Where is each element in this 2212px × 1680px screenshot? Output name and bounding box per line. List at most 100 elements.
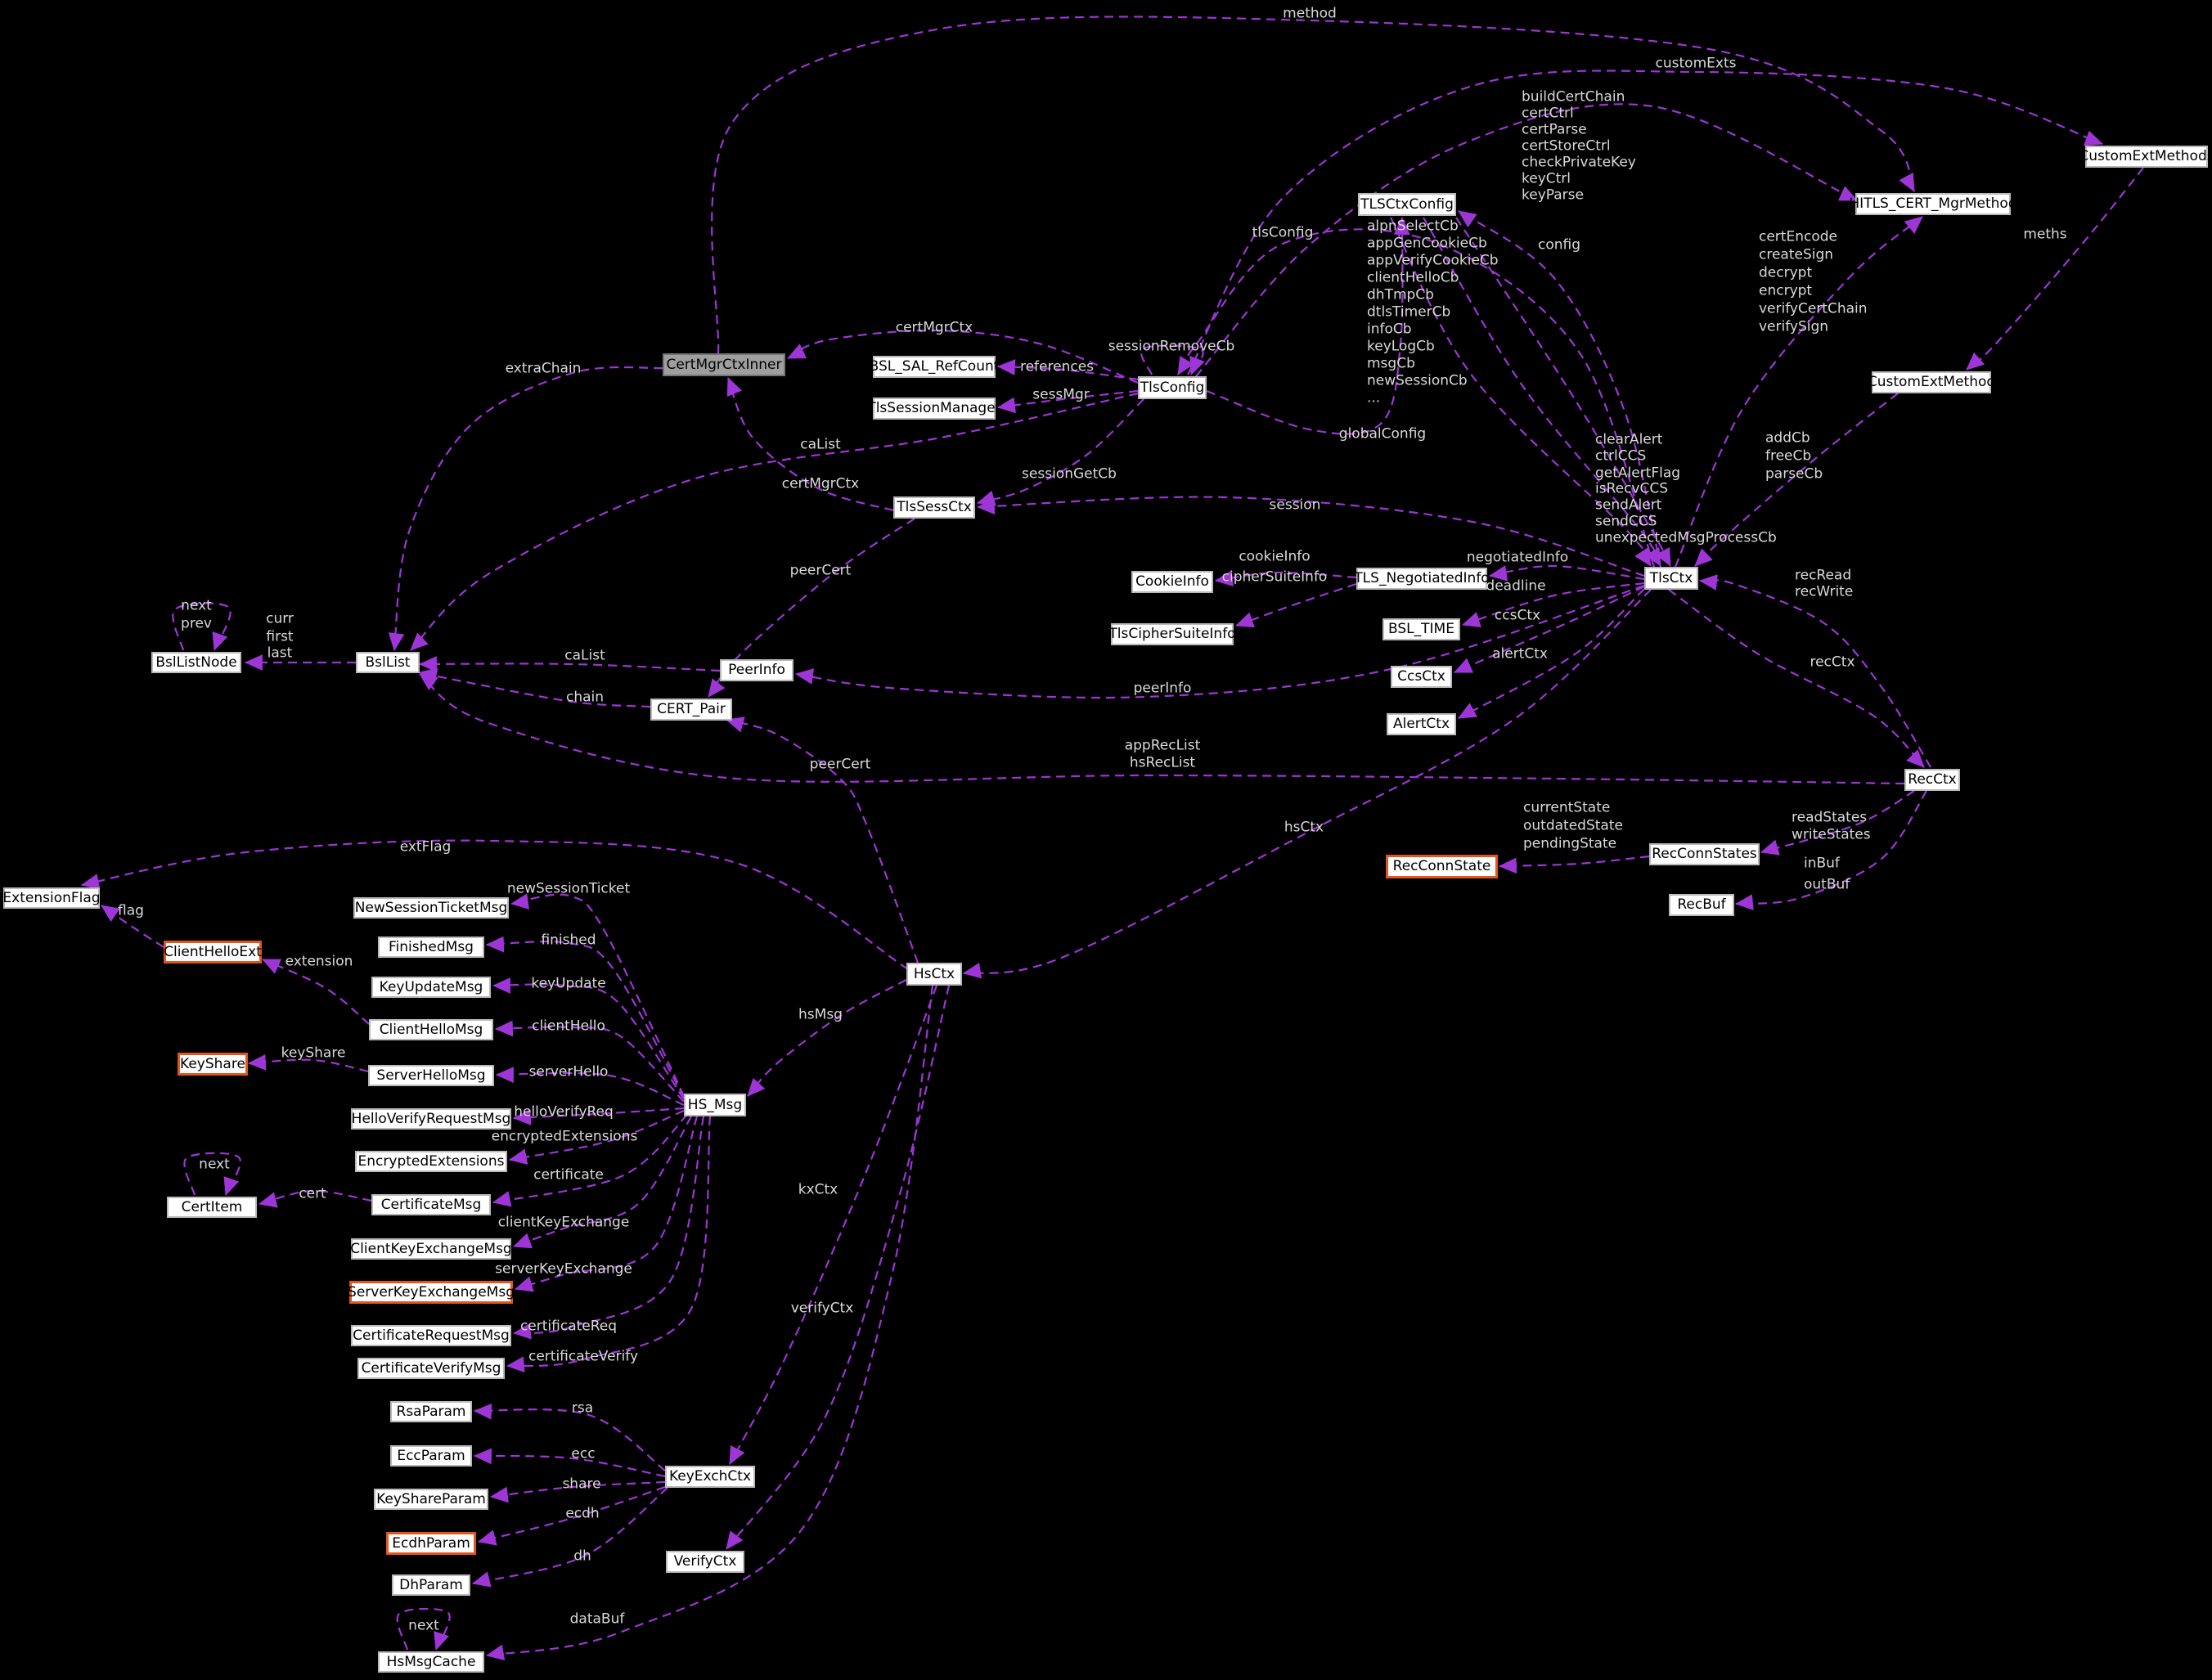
- edge-label-outbuf: outBuf: [1804, 876, 1850, 893]
- node-HsMsgCache[interactable]: HsMsgCache: [378, 1651, 484, 1673]
- edge-label-clearalert: clearAlert: [1595, 431, 1663, 448]
- edge-label-extension: extension: [285, 953, 353, 970]
- node-RecCtx[interactable]: RecCtx: [1904, 769, 1960, 791]
- node-EcdhParam[interactable]: EcdhParam: [386, 1532, 476, 1555]
- edge-verifyCtx: [726, 985, 951, 1550]
- edge-label-rsa: rsa: [571, 1399, 594, 1417]
- node-HelloVerifyRequestMsg[interactable]: HelloVerifyRequestMsg: [351, 1108, 511, 1130]
- edge-share: [489, 1480, 666, 1503]
- node-ExtensionFlag[interactable]: ExtensionFlag: [2, 887, 101, 909]
- edge-label-certctrl: certCtrl: [1522, 105, 1574, 122]
- node-ClientKeyExchangeMsg[interactable]: ClientKeyExchangeMsg: [350, 1238, 512, 1260]
- edge-customExts: [1187, 70, 2104, 375]
- edge-method: [711, 16, 1916, 354]
- node-KeyShareParam[interactable]: KeyShareParam: [374, 1489, 488, 1510]
- node-TlsSessCtx[interactable]: TlsSessCtx: [893, 496, 975, 519]
- edge-label-meths: meths: [2023, 226, 2067, 243]
- node-ServerKeyExchangeMsg[interactable]: ServerKeyExchangeMsg: [348, 1281, 515, 1304]
- edge-label-verifyctx: verifyCtx: [790, 1300, 854, 1317]
- edge-certificateReq: [512, 1116, 705, 1340]
- node-KeyUpdateMsg[interactable]: KeyUpdateMsg: [371, 977, 491, 998]
- edge-label-sessionremovecb: sessionRemoveCb: [1108, 338, 1235, 355]
- edge-label-newsessioncb: newSessionCb: [1367, 372, 1468, 389]
- node-EccParam[interactable]: EccParam: [390, 1445, 472, 1467]
- edge-label-currentstate: currentState: [1523, 799, 1611, 816]
- node-RsaParam[interactable]: RsaParam: [390, 1401, 472, 1422]
- node-CcsCtx[interactable]: CcsCtx: [1391, 666, 1452, 688]
- edge-label-peercert: peerCert: [809, 756, 871, 773]
- node-CertificateVerifyMsg[interactable]: CertificateVerifyMsg: [357, 1358, 505, 1379]
- node-BSL_TIME[interactable]: BSL_TIME: [1382, 618, 1460, 640]
- node-TLS_NegotiatedInfo[interactable]: TLS_NegotiatedInfo: [1354, 568, 1490, 590]
- node-RecConnStates[interactable]: RecConnStates: [1649, 843, 1760, 865]
- node-CustomExtMethods[interactable]: CustomExtMethods: [2079, 146, 2212, 168]
- edge-label-encrypt: encrypt: [1759, 282, 1813, 299]
- node-CertificateRequestMsg[interactable]: CertificateRequestMsg: [351, 1325, 511, 1346]
- node-FinishedMsg[interactable]: FinishedMsg: [378, 937, 484, 958]
- node-TlsCtx[interactable]: TlsCtx: [1644, 567, 1698, 590]
- edge-label-sessmgr: sessMgr: [1032, 386, 1090, 403]
- edge-cert: [258, 1189, 372, 1208]
- node-HITLS_CERT_MgrMethod[interactable]: HITLS_CERT_MgrMethod: [1849, 193, 2017, 215]
- node-PeerInfo[interactable]: PeerInfo: [720, 659, 794, 681]
- node-DhParam[interactable]: DhParam: [392, 1574, 470, 1596]
- edge-ecdh: [477, 1485, 666, 1546]
- node-TLSCtxConfig[interactable]: TLSCtxConfig: [1358, 193, 1456, 216]
- edge-label-verifycertchain: verifyCertChain: [1759, 300, 1868, 317]
- node-CertificateMsg[interactable]: CertificateMsg: [371, 1194, 491, 1215]
- edge-label-next: next: [408, 1617, 439, 1634]
- edge-caList-config: [410, 392, 1139, 651]
- edge-label-references: references: [1019, 358, 1095, 375]
- node-TlsConfig[interactable]: TlsConfig: [1138, 376, 1207, 399]
- edge-label-getalertflag: getAlertFlag: [1595, 465, 1681, 482]
- edge-label-serverkeyexchange: serverKeyExchange: [495, 1260, 632, 1278]
- node-RecConnState[interactable]: RecConnState: [1386, 855, 1498, 878]
- node-HsCtx[interactable]: HsCtx: [906, 963, 962, 986]
- node-NewSessionTicketMsg[interactable]: NewSessionTicketMsg: [353, 897, 509, 919]
- edge-label-keylogcb: keyLogCb: [1367, 338, 1435, 355]
- edge-label-newsessionticket: newSessionTicket: [506, 880, 631, 897]
- node-KeyExchCtx[interactable]: KeyExchCtx: [665, 1466, 755, 1488]
- node-AlertCtx[interactable]: AlertCtx: [1387, 713, 1456, 735]
- edge-finished: [485, 936, 685, 1098]
- node-CertMgrCtxInner[interactable]: CertMgrCtxInner: [663, 353, 785, 376]
- edge-label-last: last: [267, 645, 293, 662]
- edge-label-certificateverify: certificateVerify: [528, 1348, 639, 1365]
- node-BSL_SAL_RefCount[interactable]: BSL_SAL_RefCount: [870, 356, 999, 378]
- node-HS_Msg[interactable]: HS_Msg: [684, 1094, 746, 1116]
- edge-label-certencode: certEncode: [1759, 228, 1837, 245]
- edge-recCtx: [1668, 589, 1925, 768]
- edge-conn-states: [1498, 855, 1650, 874]
- edge-label-pendingstate: pendingState: [1523, 835, 1617, 852]
- edge-label-session: session: [1269, 496, 1321, 514]
- edge-keyUpdate: [492, 977, 685, 1100]
- edge-label-calist: caList: [564, 647, 605, 664]
- node-BslListNode[interactable]: BslListNode: [151, 652, 241, 673]
- node-BslList[interactable]: BslList: [356, 652, 420, 673]
- edge-alert-ccs-bundle-2: [1423, 217, 1661, 567]
- node-TlsCipherSuiteInfo[interactable]: TlsCipherSuiteInfo: [1108, 623, 1236, 645]
- node-VerifyCtx[interactable]: VerifyCtx: [666, 1551, 744, 1573]
- edge-label-curr: curr: [266, 610, 294, 627]
- edge-readStates-writeStates: [1760, 790, 1915, 856]
- node-CERT_Pair[interactable]: CERT_Pair: [650, 699, 732, 721]
- edge-label-keyupdate: keyUpdate: [531, 975, 606, 992]
- edge-label-serverhello: serverHello: [528, 1063, 609, 1080]
- node-ClientHelloExt[interactable]: ClientHelloExt: [164, 941, 262, 964]
- node-RecBuf[interactable]: RecBuf: [1669, 894, 1734, 916]
- edge-label-certificatereq: certificateReq: [519, 1318, 618, 1335]
- node-KeyShare[interactable]: KeyShare: [178, 1053, 248, 1076]
- edge-label-databuf: dataBuf: [569, 1610, 625, 1628]
- node-ServerHelloMsg[interactable]: ServerHelloMsg: [368, 1065, 494, 1086]
- edge-serverKeyExchange: [514, 1116, 699, 1292]
- edge-label-cookieinfo: cookieInfo: [1239, 548, 1311, 565]
- node-CertItem[interactable]: CertItem: [167, 1197, 257, 1218]
- edge-hsCtx: [962, 589, 1652, 979]
- node-EncryptedExtensions[interactable]: EncryptedExtensions: [355, 1151, 507, 1172]
- node-ClientHelloMsg[interactable]: ClientHelloMsg: [369, 1019, 493, 1040]
- node-CustomExtMethod[interactable]: CustomExtMethod: [1868, 371, 1995, 393]
- edge-extFlag: [80, 839, 909, 970]
- node-TlsSessionManager[interactable]: TlsSessionManager: [867, 398, 1001, 420]
- node-CookieInfo[interactable]: CookieInfo: [1131, 571, 1213, 593]
- edge-label-extflag: extFlag: [399, 838, 452, 856]
